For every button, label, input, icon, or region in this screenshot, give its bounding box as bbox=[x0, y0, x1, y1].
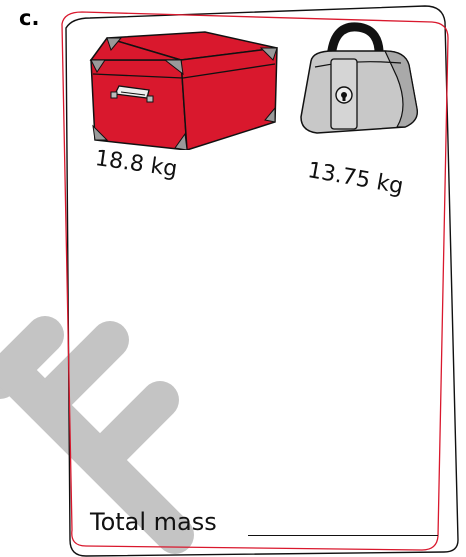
frame-red bbox=[61, 11, 449, 551]
answer-blank[interactable] bbox=[248, 535, 438, 536]
part-label: c. bbox=[19, 6, 40, 30]
total-mass-label: Total mass bbox=[90, 508, 217, 536]
handbag-icon bbox=[300, 22, 418, 134]
suitcase-icon bbox=[89, 31, 278, 150]
frame-black bbox=[65, 5, 459, 557]
